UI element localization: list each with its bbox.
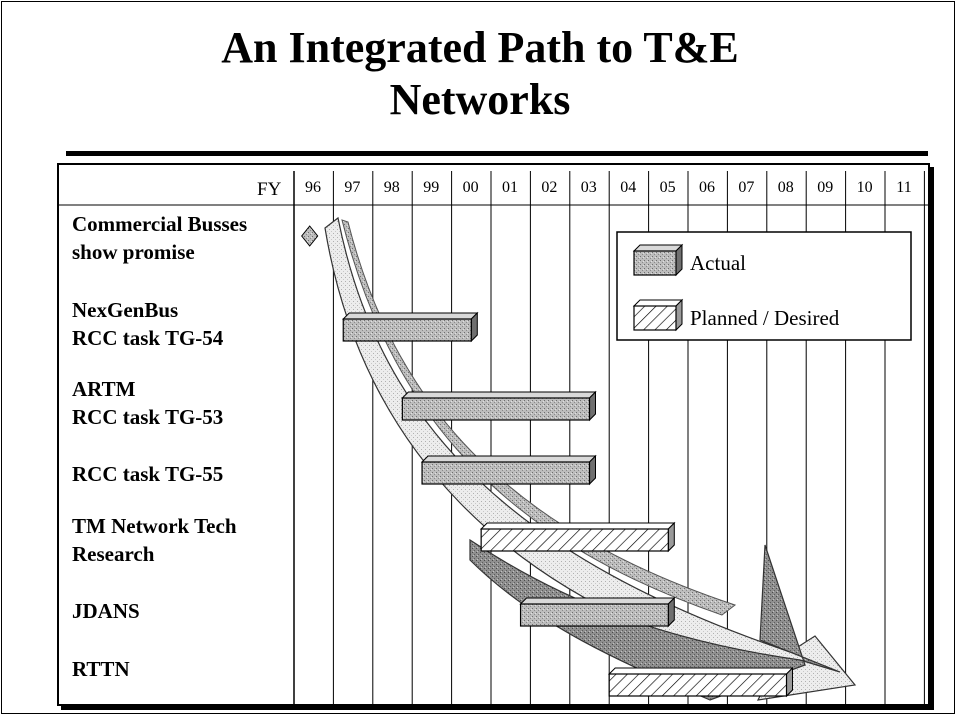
task-bars bbox=[301, 225, 794, 698]
year-tick-label: 00 bbox=[462, 179, 479, 196]
legend-swatch-side bbox=[675, 298, 683, 332]
year-tick-label: 07 bbox=[738, 179, 755, 196]
year-tick-label: 11 bbox=[896, 179, 912, 196]
task-bar bbox=[480, 528, 669, 552]
task-label-line1: Commercial Busses bbox=[72, 212, 248, 236]
legend-label: Actual bbox=[690, 251, 746, 275]
task-label-line1: NexGenBus bbox=[72, 298, 179, 322]
task-bar bbox=[608, 673, 788, 697]
task-label-line2: RCC task TG-54 bbox=[72, 326, 224, 350]
year-tick-label: 99 bbox=[423, 179, 440, 196]
year-tick-label: 04 bbox=[620, 179, 637, 196]
bar-top-face bbox=[519, 597, 676, 605]
milestone-marker bbox=[301, 225, 319, 247]
year-tick-label: 10 bbox=[856, 179, 873, 196]
year-tick-label: 09 bbox=[817, 179, 834, 196]
task-label-line2: show promise bbox=[72, 240, 195, 264]
task-bar bbox=[519, 603, 669, 627]
legend-swatch-top bbox=[632, 299, 684, 307]
task-label-line1: JDANS bbox=[72, 599, 140, 623]
legend-swatch-actual bbox=[633, 250, 677, 276]
task-label-line1: ARTM bbox=[72, 377, 136, 401]
task-label-line1: RTTN bbox=[72, 657, 130, 681]
bar-top-face bbox=[401, 391, 597, 399]
task-label-line1: RCC task TG-55 bbox=[72, 462, 224, 486]
task-bar bbox=[421, 461, 591, 485]
year-tick-label: 08 bbox=[777, 179, 794, 196]
year-tick-label: 06 bbox=[699, 179, 715, 196]
year-tick-label: 97 bbox=[344, 179, 361, 196]
title-line-1: An Integrated Path to T&E bbox=[221, 23, 739, 72]
year-tick-label: 05 bbox=[659, 179, 676, 196]
legend-swatch-side bbox=[675, 243, 683, 277]
year-tick-label: 03 bbox=[580, 179, 597, 196]
year-tick-label: 02 bbox=[541, 179, 558, 196]
task-label-line2: Research bbox=[72, 542, 155, 566]
legend-swatch-planned bbox=[633, 305, 677, 331]
bar-top-face bbox=[479, 522, 676, 530]
bar-top-face bbox=[607, 667, 794, 675]
task-bar bbox=[342, 318, 472, 342]
task-label-line1: TM Network Tech bbox=[72, 514, 237, 538]
legend-swatch-top bbox=[632, 244, 684, 252]
title-line-2: Networks bbox=[389, 75, 571, 124]
year-tick-label: 01 bbox=[502, 179, 518, 196]
legend-label: Planned / Desired bbox=[690, 306, 840, 330]
bar-top-face bbox=[420, 455, 597, 463]
task-label-line2: RCC task TG-53 bbox=[72, 405, 224, 429]
year-tick-label: 98 bbox=[383, 179, 400, 196]
bar-top-face bbox=[342, 312, 479, 320]
task-bar bbox=[401, 397, 591, 421]
year-tick-label: 96 bbox=[305, 179, 321, 196]
fy-axis-label: FY bbox=[257, 179, 282, 200]
title-rule bbox=[66, 151, 928, 156]
